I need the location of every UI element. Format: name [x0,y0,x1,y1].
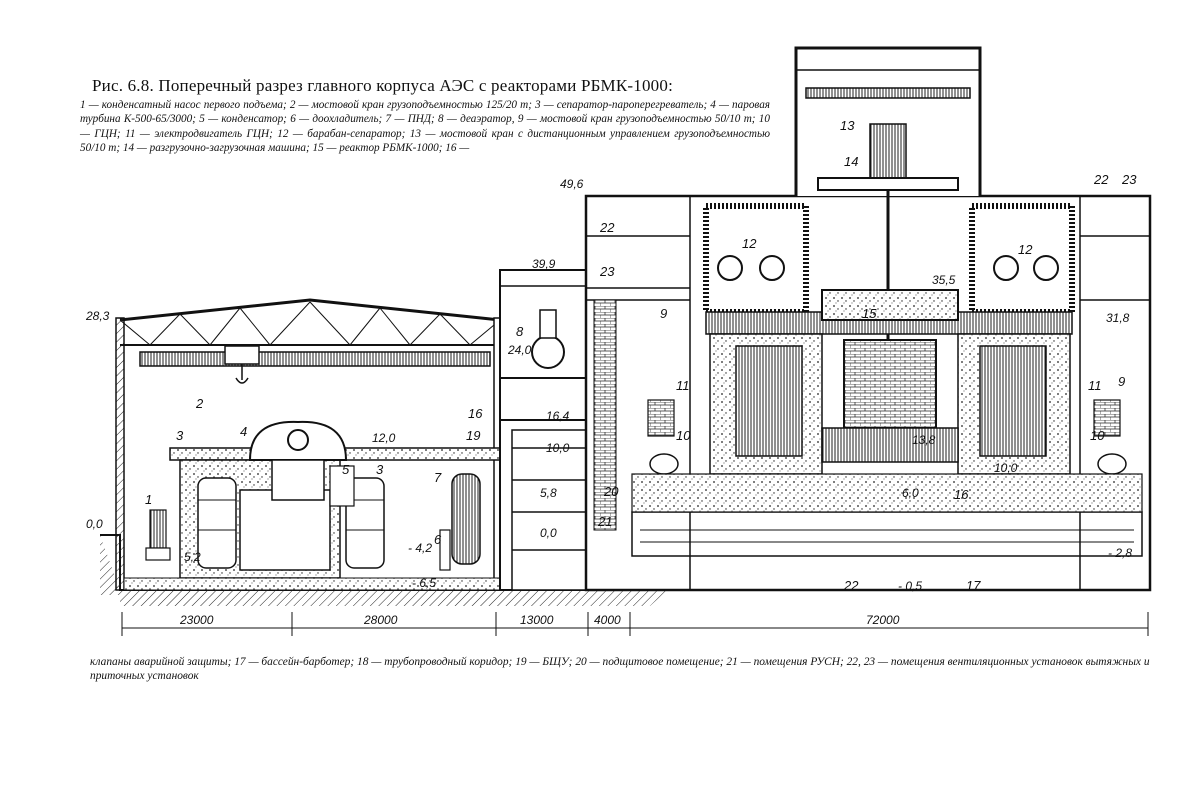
callout-14: 14 [844,154,858,169]
callout-11a: 11 [676,378,690,393]
elev-0-0-mid: 0,0 [540,526,557,540]
elev-6-0: 6,0 [902,486,919,500]
elev-10-0-right: 10,0 [994,461,1018,475]
callout-21: 21 [597,514,612,529]
elev-6-5: - 6,5 [412,576,436,590]
callout-23a: 23 [599,264,615,279]
callout-17: 17 [966,578,981,593]
legend-bottom: клапаны аварийной защиты; 17 — бассейн-б… [90,656,1150,682]
elev-5-8: 5,8 [540,486,557,500]
dim-72000: 72000 [866,613,900,627]
callout-16b: 16 [954,487,969,502]
callout-20: 20 [603,484,619,499]
dimension-line [121,612,1149,636]
callout-10b: 10 [1090,428,1105,443]
dim-13000: 13000 [520,613,554,627]
elev-10-0-left: 10,0 [546,441,570,455]
callout-7: 7 [434,470,442,485]
callout-6: 6 [434,532,442,547]
elev-0-5: - 0,5 [898,579,922,593]
turbine-hall [115,298,503,591]
callout-11b: 11 [1088,378,1102,393]
callout-5: 5 [342,462,350,477]
callout-15: 15 [862,306,877,321]
callout-9a: 9 [660,306,667,321]
callout-16a: 16 [468,406,483,421]
dim-28000: 28000 [363,613,398,627]
callout-2: 2 [195,396,204,411]
callout-12a: 12 [742,236,757,251]
elev-16-4: 16,4 [546,409,570,423]
callout-3a: 3 [176,428,184,443]
callout-23b: 23 [1121,172,1137,187]
callout-22c: 22 [843,578,859,593]
elev-24-0: 24,0 [507,343,532,357]
callout-numbers: 1 2 3 3 4 5 6 7 8 9 9 10 10 11 11 12 12 … [145,118,1137,593]
elev-31-8: 31,8 [1106,311,1130,325]
elevation-labels: 28,3 0,0 5,2 - 4,2 - 6,5 12,0 39,9 49,6 … [85,177,1132,593]
elev-49-6: 49,6 [560,177,584,191]
callout-1: 1 [145,492,152,507]
elev-2-8: - 2,8 [1108,546,1132,560]
reactor-building [584,46,1152,592]
callout-4: 4 [240,424,247,439]
figure-title: Рис. 6.8. Поперечный разрез главного кор… [92,76,673,95]
dimension-labels: 23000 28000 13000 4000 72000 [179,613,900,627]
callout-13: 13 [840,118,855,133]
legend-top: 1 — конденсатный насос первого подъема; … [80,99,770,155]
callout-22b: 22 [1093,172,1109,187]
elev-28-3: 28,3 [85,309,110,323]
callout-12b: 12 [1018,242,1033,257]
elev-4-2: - 4,2 [408,541,432,555]
elev-39-9: 39,9 [532,257,556,271]
deaerator-bay [499,269,624,591]
elev-12-0: 12,0 [372,431,396,445]
dim-4000: 4000 [594,613,621,627]
elev-0-0: 0,0 [86,517,103,531]
elev-5-2: 5,2 [184,550,201,564]
callout-8: 8 [516,324,524,339]
callout-22a: 22 [599,220,615,235]
dim-23000: 23000 [179,613,214,627]
callout-9b: 9 [1118,374,1125,389]
callout-10a: 10 [676,428,691,443]
elev-35-5: 35,5 [932,273,956,287]
callout-3b: 3 [376,462,384,477]
callout-19: 19 [466,428,480,443]
elev-13-8: 13,8 [912,433,936,447]
